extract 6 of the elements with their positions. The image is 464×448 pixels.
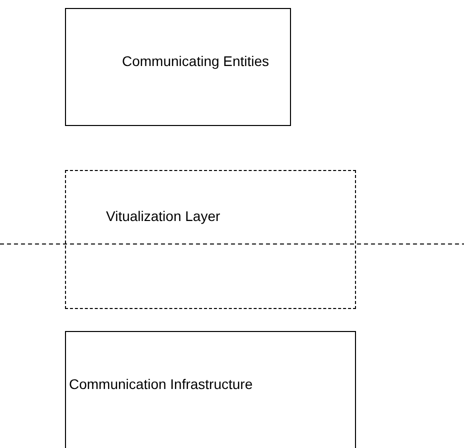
layer-box [65, 331, 356, 448]
dashed-layer-box [65, 170, 356, 309]
layer-label: Vitualization Layer [106, 208, 220, 224]
layer-label: Communicating Entities [122, 53, 270, 69]
layer-label: Communication Infrastructure [69, 376, 253, 392]
layer-box [65, 8, 291, 126]
